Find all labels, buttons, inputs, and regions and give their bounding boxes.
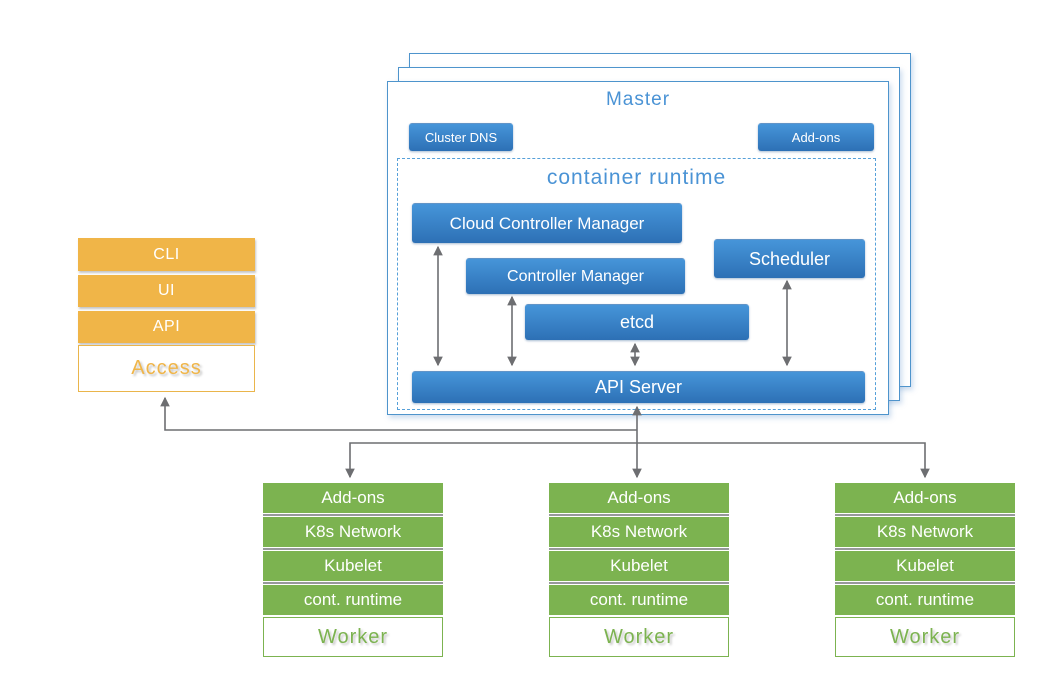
worker-item-k8s-network: K8s Network [549,517,729,547]
worker-label-box: Worker [549,617,729,657]
master-addons-label: Add-ons [791,130,841,145]
api-server-box: API Server [412,371,865,403]
api-server-label: API Server [594,377,683,397]
cluster-dns-label: Cluster DNS [424,130,498,145]
worker-row-separator [263,582,443,584]
worker-item-addons: Add-ons [549,483,729,513]
access-item-cli: CLI [78,238,255,271]
cloud-controller-manager-label: Cloud Controller Manager [449,213,645,233]
worker-item-cont-runtime: cont. runtime [263,585,443,615]
worker-item-kubelet: Kubelet [549,551,729,581]
worker-label-box: Worker [835,617,1015,657]
worker-row-separator [835,582,1015,584]
container-runtime-title: container runtime [546,166,727,189]
access-label: Access [131,357,202,379]
worker-item-cont-runtime: cont. runtime [549,585,729,615]
etcd-box: etcd [525,304,749,340]
cluster-dns-box: Cluster DNS [409,123,513,151]
worker-row-separator [549,514,729,516]
scheduler-label: Scheduler [748,248,831,269]
worker-label-box: Worker [263,617,443,657]
worker-item-kubelet: Kubelet [835,551,1015,581]
worker-row-separator [263,514,443,516]
master-title: Master [605,89,671,110]
worker-label: Worker [889,625,961,648]
worker-item-cont-runtime: cont. runtime [835,585,1015,615]
access-stack: CLI UI API Access [78,238,255,392]
worker-label: Worker [317,625,389,648]
worker-row-separator [549,548,729,550]
master-addons-box: Add-ons [758,123,874,151]
worker-row-separator [835,548,1015,550]
access-item-ui: UI [78,275,255,307]
worker-item-addons: Add-ons [263,483,443,513]
cloud-controller-manager-box: Cloud Controller Manager [412,203,682,243]
worker-row-separator [263,548,443,550]
worker-stack-2: Add-ons K8s Network Kubelet cont. runtim… [549,483,729,657]
controller-manager-label: Controller Manager [507,267,644,285]
worker-item-addons: Add-ons [835,483,1015,513]
worker-item-kubelet: Kubelet [263,551,443,581]
worker-row-separator [835,514,1015,516]
access-item-api: API [78,311,255,343]
worker-item-k8s-network: K8s Network [835,517,1015,547]
master-panel: Master Cluster DNS Add-ons container run… [387,81,889,415]
container-runtime-panel: container runtime Cloud Controller Manag… [397,158,876,410]
scheduler-box: Scheduler [714,239,865,278]
worker-stack-1: Add-ons K8s Network Kubelet cont. runtim… [263,483,443,657]
worker-stack-3: Add-ons K8s Network Kubelet cont. runtim… [835,483,1015,657]
worker-row-separator [549,582,729,584]
worker-item-k8s-network: K8s Network [263,517,443,547]
worker-label: Worker [603,625,675,648]
controller-manager-box: Controller Manager [466,258,685,294]
etcd-label: etcd [619,312,655,332]
access-label-box: Access [78,345,255,392]
